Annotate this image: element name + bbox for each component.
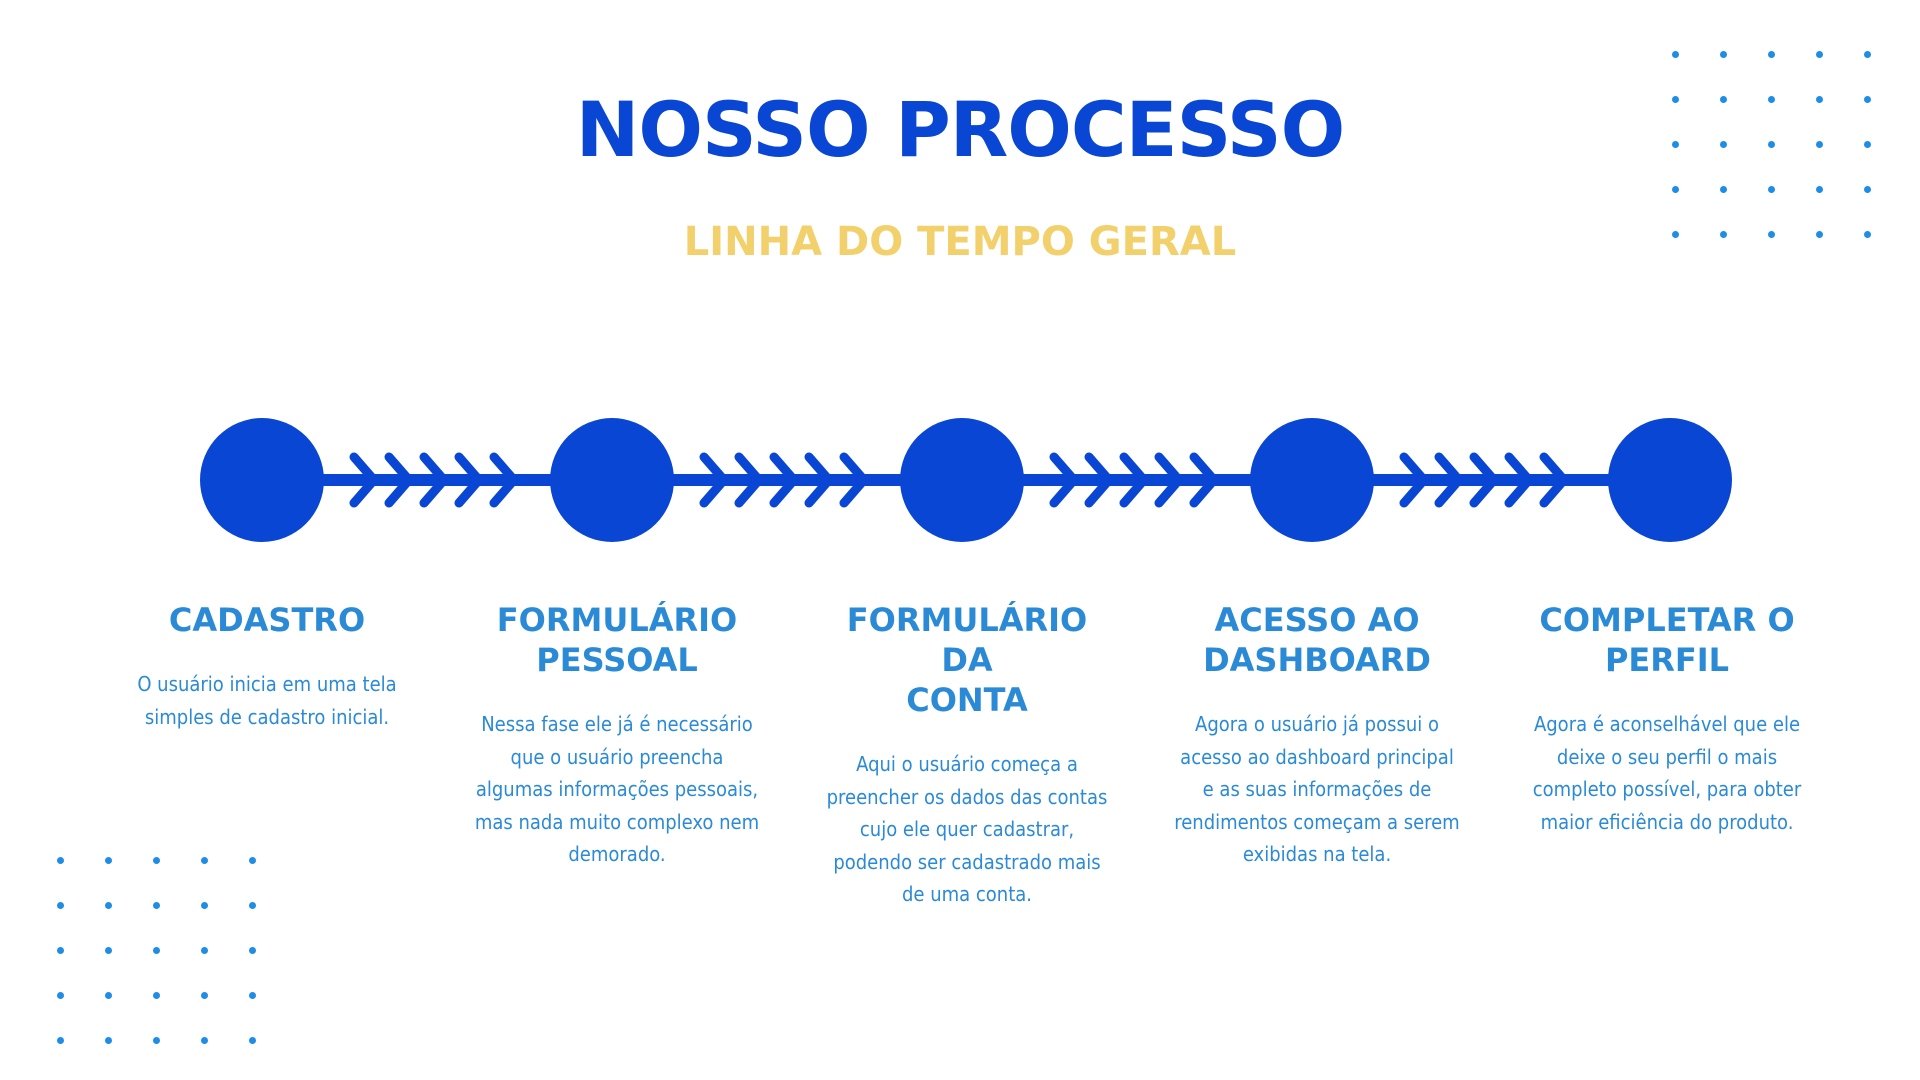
decorative-dot xyxy=(1720,186,1727,193)
step-title: ACESSO AO DASHBOARD xyxy=(1203,601,1431,679)
chevron-right-icon xyxy=(1539,452,1569,508)
step-description: O usuário inicia em uma tela simples de … xyxy=(137,672,397,729)
decorative-dot xyxy=(1768,186,1775,193)
decorative-dot xyxy=(1768,141,1775,148)
chevron-right-icon xyxy=(1119,452,1149,508)
decorative-dot xyxy=(249,1037,256,1044)
decorative-dot xyxy=(1768,96,1775,103)
decorative-dot xyxy=(249,857,256,864)
decorative-dot xyxy=(1816,141,1823,148)
step-3: FORMULÁRIO DA CONTA Aqui o usuário começ… xyxy=(817,600,1117,911)
decorative-dot xyxy=(1672,51,1679,58)
decorative-dot xyxy=(1720,141,1727,148)
step-description: Nessa fase ele já é necessário que o usu… xyxy=(474,712,760,866)
decorative-dot xyxy=(201,857,208,864)
step-4: ACESSO AO DASHBOARD Agora o usuário já p… xyxy=(1167,600,1467,871)
step-2: FORMULÁRIO PESSOAL Nessa fase ele já é n… xyxy=(467,600,767,871)
decorative-dot xyxy=(105,1037,112,1044)
decorative-dot xyxy=(249,992,256,999)
decorative-dot xyxy=(249,902,256,909)
decorative-dot-grid-top-right xyxy=(1672,51,1874,241)
chevron-right-icon xyxy=(1469,452,1499,508)
decorative-dot xyxy=(1768,51,1775,58)
decorative-dot xyxy=(1672,186,1679,193)
step-title: FORMULÁRIO PESSOAL xyxy=(496,601,738,679)
step-description: Agora é aconselhável que ele deixe o seu… xyxy=(1532,712,1802,834)
decorative-dot xyxy=(201,947,208,954)
step-title: FORMULÁRIO DA CONTA xyxy=(846,601,1088,719)
decorative-dot xyxy=(1720,231,1727,238)
chevron-right-icon xyxy=(349,452,379,508)
decorative-dot xyxy=(1816,186,1823,193)
step-title: COMPLETAR O PERFIL xyxy=(1539,601,1795,679)
page-subtitle: LINHA DO TEMPO GERAL xyxy=(683,219,1237,265)
timeline-arrows xyxy=(349,452,1569,508)
decorative-dot xyxy=(57,947,64,954)
page-title: NOSSO PROCESSO xyxy=(575,85,1346,174)
decorative-dot xyxy=(1816,96,1823,103)
chevron-right-icon xyxy=(699,452,729,508)
chevron-right-icon xyxy=(1399,452,1429,508)
timeline-node-5 xyxy=(1608,418,1732,542)
decorative-dot xyxy=(1720,96,1727,103)
chevron-right-icon xyxy=(1504,452,1534,508)
decorative-dot xyxy=(1816,51,1823,58)
step-title: CADASTRO xyxy=(168,601,366,639)
decorative-dot xyxy=(153,992,160,999)
decorative-dot xyxy=(153,1037,160,1044)
decorative-dot xyxy=(1864,231,1871,238)
timeline-node-2 xyxy=(550,418,674,542)
decorative-dot xyxy=(57,857,64,864)
decorative-dot xyxy=(105,857,112,864)
chevron-right-icon xyxy=(769,452,799,508)
decorative-dot xyxy=(201,1037,208,1044)
decorative-dot xyxy=(57,902,64,909)
decorative-dot xyxy=(105,902,112,909)
decorative-dot xyxy=(153,902,160,909)
decorative-dot-grid-bottom-left xyxy=(57,857,259,1047)
chevron-right-icon xyxy=(734,452,764,508)
decorative-dot xyxy=(1672,96,1679,103)
decorative-dot xyxy=(153,857,160,864)
decorative-dot xyxy=(57,1037,64,1044)
decorative-dot xyxy=(1768,231,1775,238)
decorative-dot xyxy=(105,947,112,954)
step-5: COMPLETAR O PERFIL Agora é aconselhável … xyxy=(1517,600,1817,838)
decorative-dot xyxy=(201,902,208,909)
chevron-right-icon xyxy=(1049,452,1079,508)
chevron-right-icon xyxy=(1434,452,1464,508)
decorative-dot xyxy=(153,947,160,954)
chevron-right-icon xyxy=(1084,452,1114,508)
timeline-nodes xyxy=(200,418,1732,542)
decorative-dot xyxy=(105,992,112,999)
decorative-dot xyxy=(1864,186,1871,193)
chevron-right-icon xyxy=(1154,452,1184,508)
timeline-node-3 xyxy=(900,418,1024,542)
decorative-dot xyxy=(1864,96,1871,103)
chevron-right-icon xyxy=(419,452,449,508)
decorative-dot xyxy=(1864,51,1871,58)
decorative-dot xyxy=(1672,141,1679,148)
decorative-dot xyxy=(1720,51,1727,58)
decorative-dot xyxy=(57,992,64,999)
timeline-node-4 xyxy=(1250,418,1374,542)
decorative-dot xyxy=(1864,141,1871,148)
step-1: CADASTRO O usuário inicia em uma tela si… xyxy=(117,600,417,733)
decorative-dot xyxy=(249,947,256,954)
chevron-right-icon xyxy=(489,452,519,508)
decorative-dot xyxy=(1816,231,1823,238)
chevron-right-icon xyxy=(804,452,834,508)
step-description: Agora o usuário já possui o acesso ao da… xyxy=(1174,712,1460,866)
decorative-dot xyxy=(1672,231,1679,238)
chevron-right-icon xyxy=(454,452,484,508)
chevron-right-icon xyxy=(839,452,869,508)
decorative-dot xyxy=(201,992,208,999)
timeline-node-1 xyxy=(200,418,324,542)
step-description: Aqui o usuário começa a preencher os dad… xyxy=(826,752,1108,906)
chevron-right-icon xyxy=(384,452,414,508)
chevron-right-icon xyxy=(1189,452,1219,508)
